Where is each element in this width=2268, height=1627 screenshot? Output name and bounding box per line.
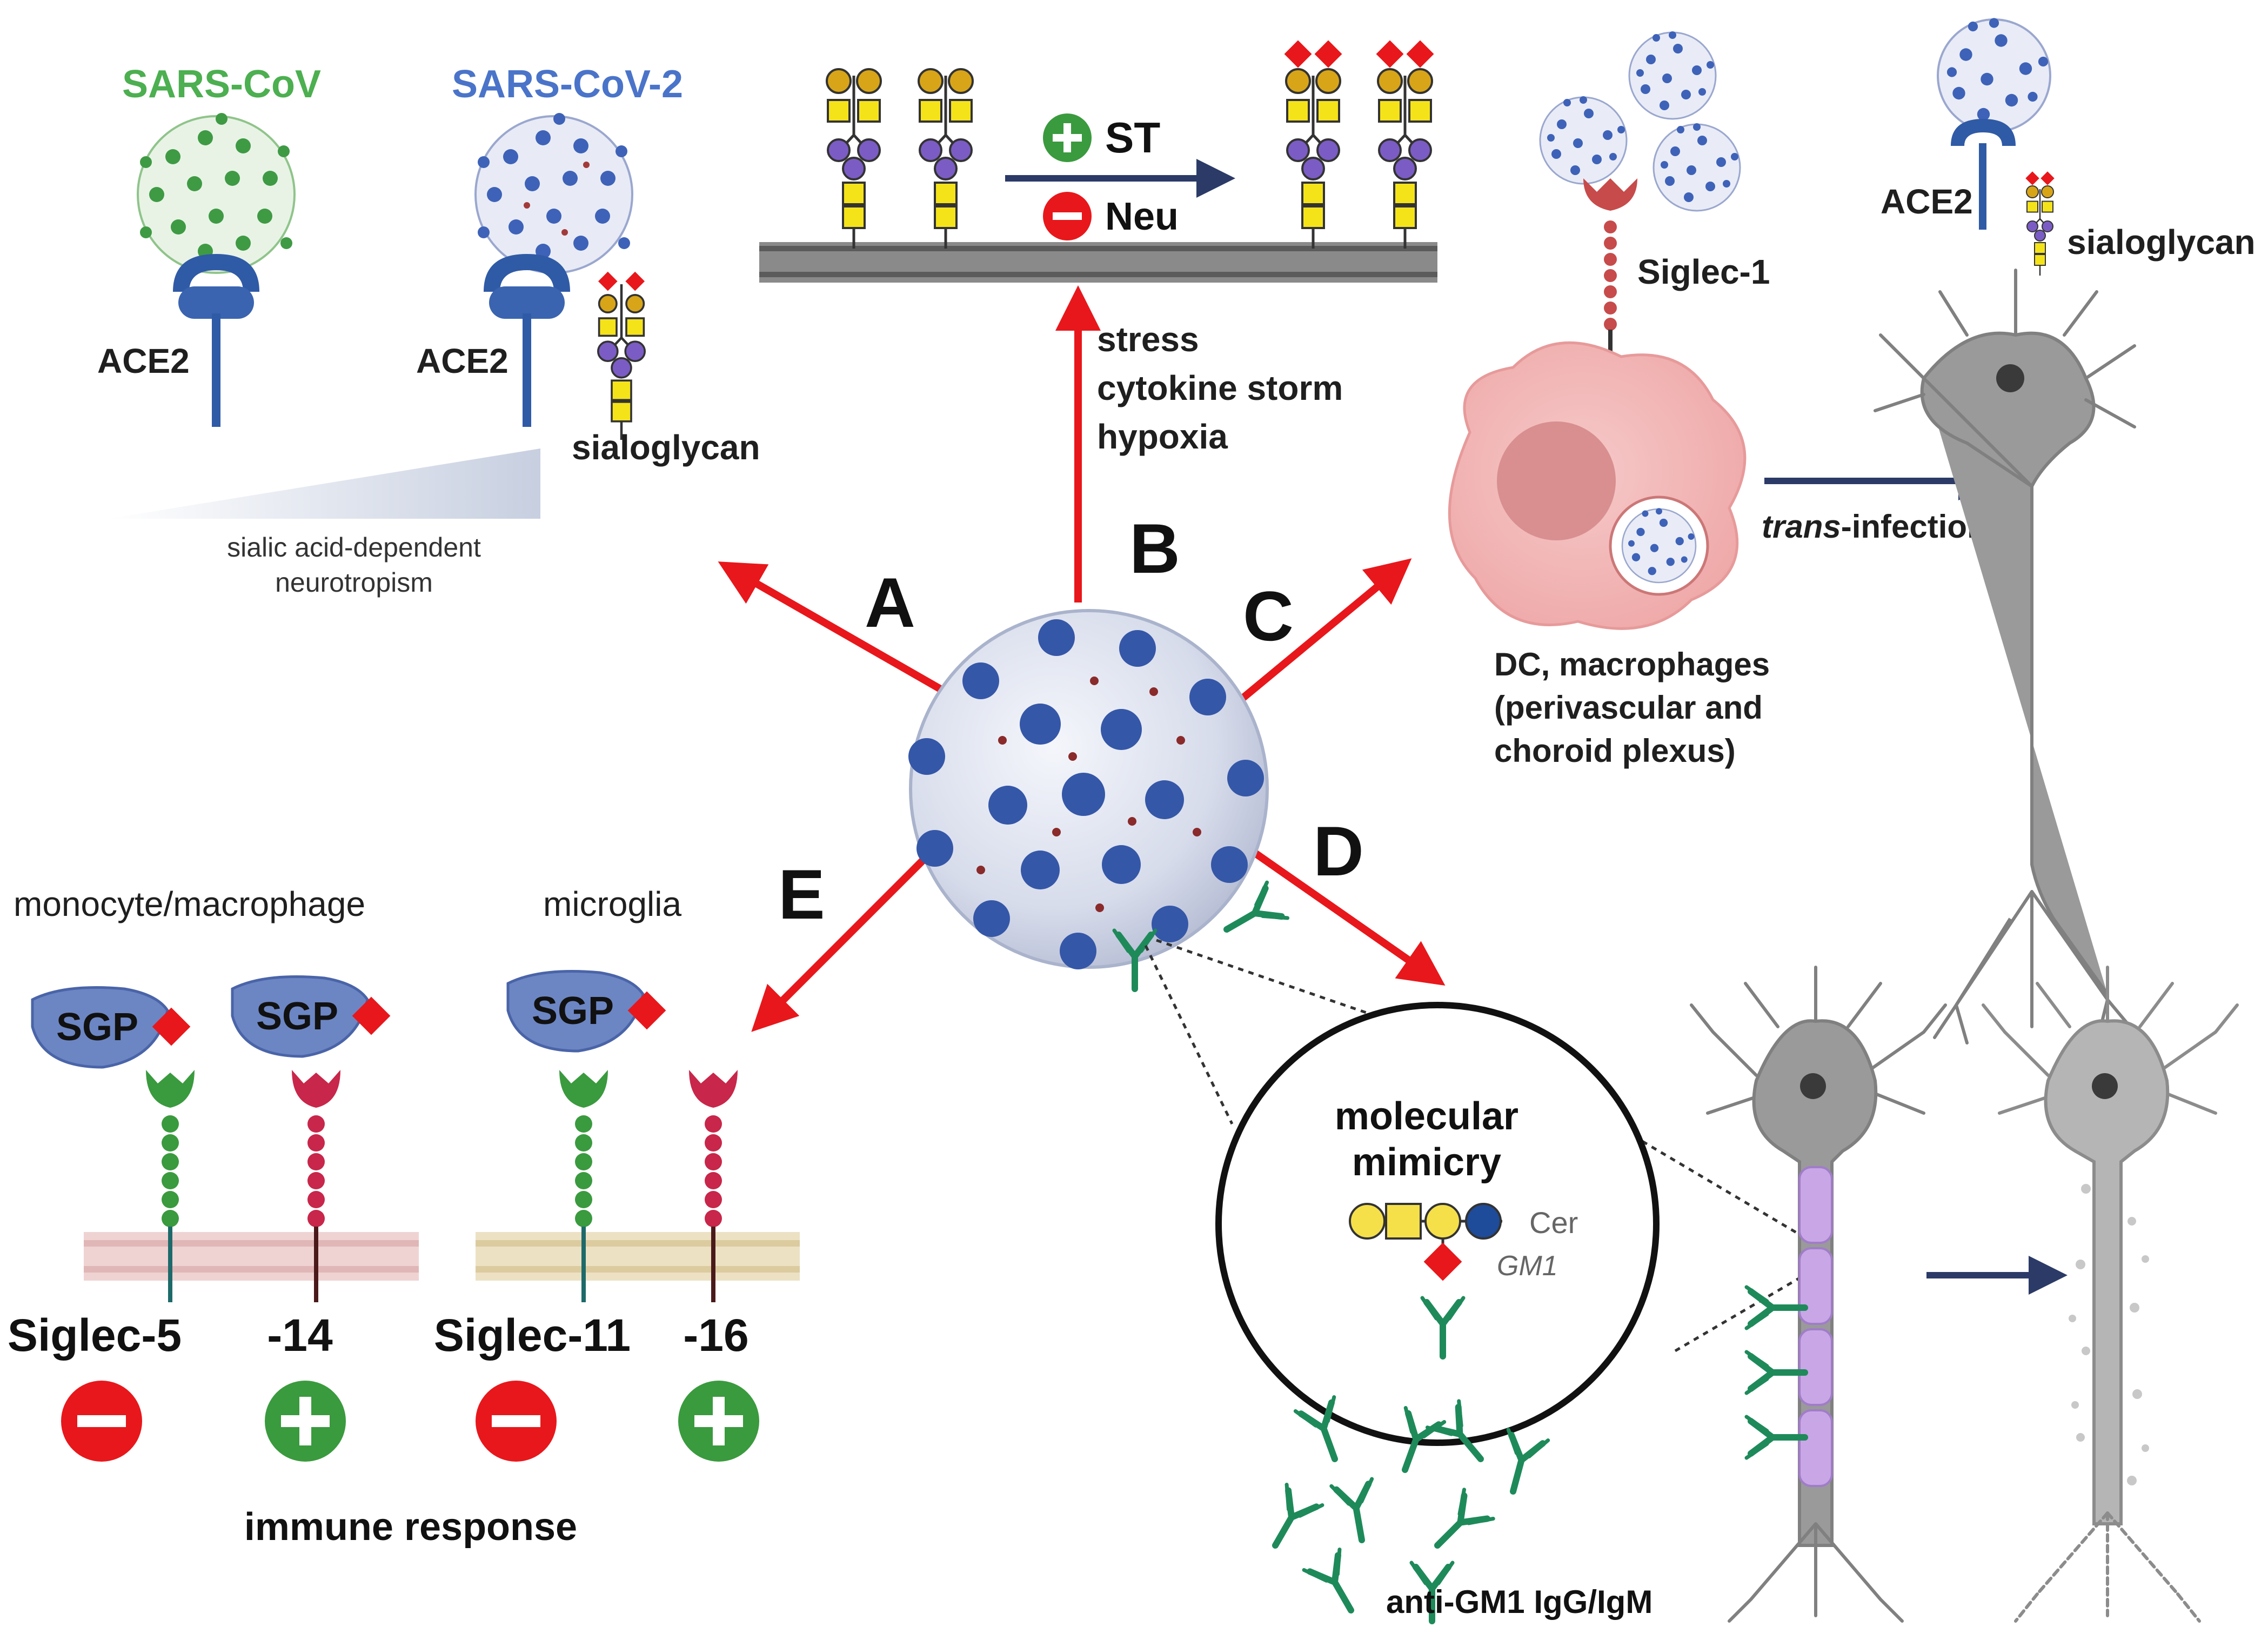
arrow-d <box>1246 845 1446 986</box>
siglec-16-receptor-icon <box>689 1070 738 1302</box>
arrow-a <box>718 561 942 693</box>
panel-c: Siglec-1 DC, macrophages (perivascular a… <box>1448 17 2256 1045</box>
mono-macrophage-title: monocyte/macrophage <box>14 885 365 923</box>
siglec-1-receptor-icon <box>1583 178 1637 448</box>
arrow-c <box>1235 558 1412 706</box>
plus-icon <box>678 1381 759 1462</box>
siglec-14-label: -14 <box>267 1310 333 1361</box>
antibody-icon <box>1257 1484 1322 1556</box>
panel-a-receptors: SARS-CoV SARS-CoV-2 ACE2 <box>97 63 760 598</box>
antibody-icon <box>1423 1490 1493 1560</box>
sgp-label-3: SGP <box>532 989 614 1033</box>
ace2-label-1: ACE2 <box>97 342 190 380</box>
antibody-icon <box>1747 1417 1805 1458</box>
sialoglycan-icon <box>2025 171 2055 277</box>
panel-e: monocyte/macrophage microglia SGP SGP SG… <box>8 885 800 1549</box>
gm1-glycan-icon <box>1349 1203 1502 1281</box>
sgp-label-1: SGP <box>56 1006 138 1049</box>
sgp-icon <box>231 975 391 1058</box>
virion-small-icon <box>1539 95 1628 185</box>
arrow-e <box>751 856 927 1032</box>
panel-b-glycans: ST Neu <box>759 40 1437 283</box>
ace2-receptor-icon <box>484 254 570 427</box>
neuron-icon <box>1874 269 2136 1045</box>
sars-cov-2-virion-icon <box>474 113 633 274</box>
sars-cov-label: SARS-CoV <box>122 63 321 106</box>
antibody-icon <box>1304 1549 1369 1621</box>
siglec-16-label: -16 <box>683 1310 748 1361</box>
sars-cov-virion-icon <box>137 113 296 274</box>
siglec-1-label: Siglec-1 <box>1637 252 1770 291</box>
antibody-icon <box>1747 1287 1805 1328</box>
mimicry-line2: mimicry <box>1352 1141 1501 1184</box>
letter-a: A <box>865 563 915 642</box>
anti-gm1-label: anti-GM1 IgG/IgM <box>1386 1584 1653 1620</box>
plus-icon <box>265 1381 346 1462</box>
siglec-5-receptor-icon <box>146 1070 195 1302</box>
neu-label: Neu <box>1105 195 1179 238</box>
ace2-receptor-icon <box>173 254 259 427</box>
cer-label: Cer <box>1529 1206 1578 1240</box>
virion-bound-icon <box>1937 17 2051 133</box>
sars-cov-2-label: SARS-CoV-2 <box>452 63 683 106</box>
letter-c: C <box>1243 577 1294 655</box>
letter-d: D <box>1313 812 1364 891</box>
ace2-label-3: ACE2 <box>1881 182 1973 221</box>
ace2-label-2: ACE2 <box>416 342 509 380</box>
microglia-membrane <box>476 1232 800 1281</box>
sialylated-glycan-icon <box>1284 40 1342 249</box>
sialoglycan-label-2: sialoglycan <box>2067 223 2256 262</box>
gm1-label: GM1 <box>1497 1250 1558 1282</box>
asialo-glycan-icon <box>826 68 882 249</box>
mono-membrane <box>84 1232 419 1281</box>
sgp-icon <box>31 986 191 1069</box>
trigger-stress: stress <box>1097 320 1199 359</box>
dc-macrophage-cell-icon <box>1448 341 1747 630</box>
sialoglycan-icon <box>598 271 645 440</box>
sialylated-glycan-icon <box>1376 40 1434 249</box>
siglec-5-label: Siglec-5 <box>8 1310 182 1361</box>
microglia-title: microglia <box>543 885 681 923</box>
letter-b: B <box>1129 509 1180 588</box>
letter-e: E <box>778 855 825 934</box>
sialoglycan-label: sialoglycan <box>572 428 760 467</box>
myelin-sheath-icon <box>1798 1166 1833 1487</box>
virion-small-icon <box>1653 122 1741 212</box>
siglec-11-label: Siglec-11 <box>434 1310 631 1361</box>
antibody-icon <box>1747 1352 1805 1393</box>
cell-label-line3: choroid plexus) <box>1494 733 1736 769</box>
siglec-11-receptor-icon <box>559 1070 608 1302</box>
trigger-hypoxia: hypoxia <box>1097 417 1228 456</box>
trans-infection-label: trans-infection <box>1762 508 1987 545</box>
mimicry-line1: molecular <box>1335 1095 1518 1138</box>
siglec-14-receptor-icon <box>292 1070 340 1302</box>
cell-label-line1: DC, macrophages <box>1494 646 1770 682</box>
minus-icon <box>476 1381 557 1462</box>
panel-d: molecular mimicry Cer GM1 anti-GM1 IgG/I… <box>1144 939 2239 1623</box>
neurotropism-gradient-wedge <box>108 448 540 519</box>
st-label: ST <box>1105 113 1160 162</box>
sgp-label-2: SGP <box>256 995 338 1038</box>
gradient-label-line2: neurotropism <box>275 567 433 598</box>
demyelinated-neuron-icon <box>1982 966 2239 1623</box>
antibody-icon <box>1493 1430 1548 1497</box>
minus-icon <box>61 1381 142 1462</box>
asialo-glycan-icon <box>918 68 974 249</box>
trigger-cytokine-storm: cytokine storm <box>1097 369 1343 407</box>
virion-small-icon <box>1628 30 1717 120</box>
myelin-debris-icon <box>2069 1184 2149 1485</box>
gradient-label-line1: sialic acid-dependent <box>227 532 481 563</box>
plus-icon <box>1043 113 1092 162</box>
minus-icon <box>1043 192 1092 240</box>
antibody-icon <box>1332 1479 1382 1544</box>
sgp-icon <box>506 970 666 1053</box>
ace2-receptor-icon <box>1951 119 2016 230</box>
cell-label-line2: (perivascular and <box>1494 689 1763 726</box>
immune-response-label: immune response <box>244 1505 577 1549</box>
central-sars-cov-2-virion-icon <box>908 609 1269 969</box>
